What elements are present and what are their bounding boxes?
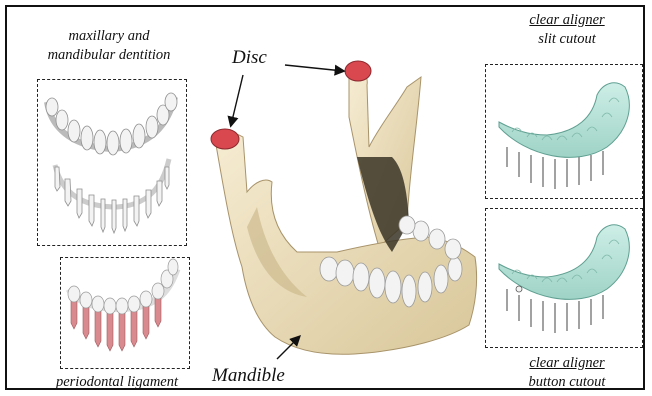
- illustration-layer: [7, 7, 645, 390]
- disc-arrow-left: [231, 75, 243, 125]
- button-cutout-marker: [516, 286, 522, 292]
- button-aligner-illustration: [499, 225, 629, 333]
- disc-arrow-right: [285, 65, 343, 71]
- figure-frame: maxillary and mandibular dentition perio…: [5, 5, 645, 390]
- dentition-illustration: [46, 93, 177, 233]
- mandible-illustration: [211, 61, 477, 354]
- disc-right: [345, 61, 371, 81]
- periodontal-illustration: [68, 259, 178, 351]
- disc-left: [211, 129, 239, 149]
- slit-aligner-illustration: [499, 83, 629, 189]
